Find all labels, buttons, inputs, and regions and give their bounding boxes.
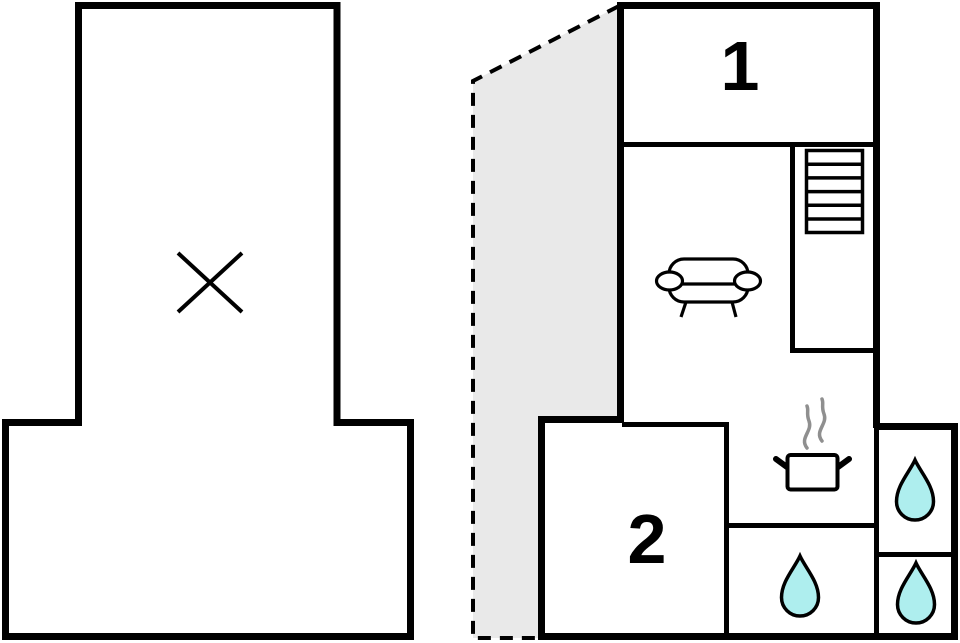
steam-wisp [817, 397, 827, 443]
water-drop-icon [779, 551, 821, 618]
stairwell-wall [790, 146, 874, 353]
terrace-fill [473, 6, 619, 638]
x-mark-stroke [176, 251, 244, 314]
left-building-outline [2, 2, 414, 640]
x-mark-icon [176, 251, 244, 314]
terrace-area [471, 4, 620, 640]
water-drop-icon [894, 455, 936, 522]
floor-plan-walls [538, 2, 958, 640]
sofa-icon [654, 257, 763, 318]
cooking-pot-icon [773, 453, 852, 492]
left-building [2, 2, 414, 640]
room2-exterior-wall [538, 416, 622, 637]
room-2-label: 2 [628, 500, 667, 578]
pot-body [785, 453, 840, 492]
room-1-label: 1 [721, 27, 760, 105]
sofa-leg [679, 301, 688, 318]
stairs-icon [804, 148, 865, 235]
sofa-armrest [732, 270, 763, 292]
room2-interior-wall [622, 422, 729, 634]
steam-wisp [802, 404, 812, 450]
kitchen-hob [773, 397, 852, 492]
water-fixtures [779, 455, 937, 625]
steam-icon [802, 397, 827, 450]
sofa-leg [730, 301, 738, 318]
sofa-armrest [654, 270, 685, 292]
water-drop-icon [895, 558, 937, 625]
bathroom-exterior-wall [876, 423, 958, 640]
terrace-dashed-border [471, 4, 620, 640]
outer-wall-upper [617, 2, 880, 428]
